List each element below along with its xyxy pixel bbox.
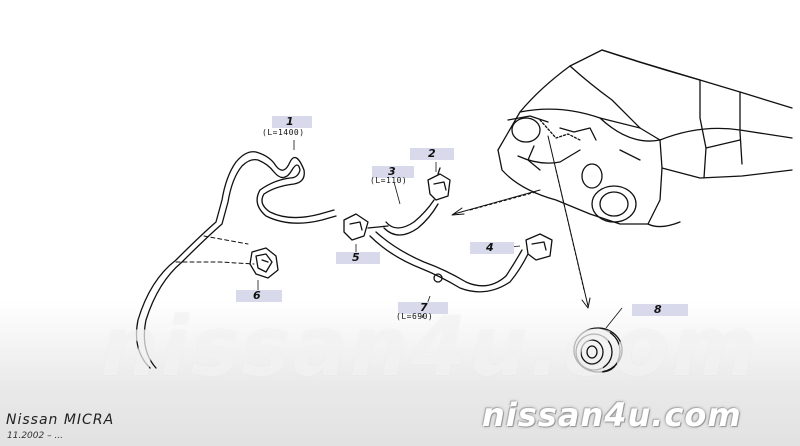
callout-5-bg: [336, 252, 380, 264]
callout-3-length: (L=110): [370, 176, 408, 185]
cap-8-part: [573, 327, 623, 373]
callout-4-bg: [470, 242, 514, 254]
callout-1-number: 1: [286, 115, 294, 128]
watermark-center: nissan4u.com: [100, 300, 759, 395]
callout-4-number: 4: [486, 241, 494, 254]
callout-2-number: 2: [428, 147, 436, 160]
model-date: 11.2002 – ...: [7, 431, 64, 441]
clip-6-part: [249, 247, 279, 279]
watermark-footer: nissan4u.com: [482, 396, 742, 434]
callout-3-number: 3: [388, 165, 396, 178]
callout-7-bg: [398, 302, 448, 314]
callout-8-number: 8: [654, 303, 662, 316]
callout-2-bg: [410, 148, 454, 160]
callout-7-number: 7: [420, 301, 428, 314]
callout-8-bg: [632, 304, 688, 316]
hose-7: [369, 235, 529, 293]
nozzle-2-part: [427, 167, 451, 201]
callout-7-length: (L=690): [396, 312, 434, 321]
model-title: Nissan MICRA: [6, 412, 115, 428]
footer-shade: [0, 300, 800, 446]
hose-3: [385, 199, 435, 229]
hose-1: [135, 151, 335, 369]
callout-1-bg: [272, 116, 312, 128]
car-front-illustration: [497, 49, 793, 228]
callout-6-bg: [236, 290, 282, 302]
callout-5-number: 5: [352, 251, 360, 264]
callout-3-bg: [372, 166, 414, 178]
nozzle-4-part: [525, 233, 553, 261]
callout-1-length: (L=1400): [262, 128, 305, 137]
connector-5-part: [343, 213, 389, 241]
callout-6-number: 6: [253, 289, 261, 302]
